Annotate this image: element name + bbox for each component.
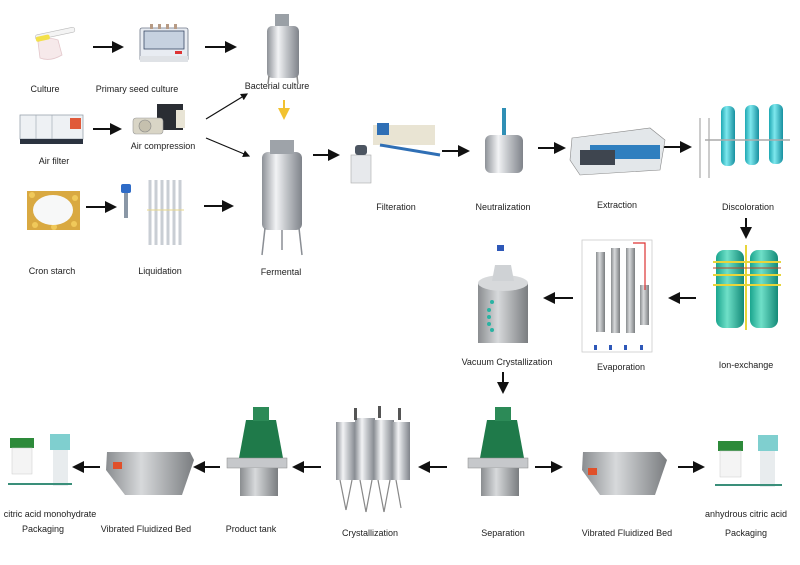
centrifuge-icon-separation [467, 407, 529, 496]
centrifuge-icon-product-tank [226, 407, 288, 496]
bagging-machine-icon-right [715, 435, 782, 487]
ion-exchange-columns-icon [713, 245, 781, 330]
belt-filter-icon [569, 127, 666, 176]
label-fermental: Fermental [260, 267, 302, 277]
label-product-tank: Product tank [225, 524, 277, 534]
arrow-comp-bacterial [205, 93, 249, 120]
crystallizer-tanks-icon [336, 406, 410, 513]
label-separation: Separation [481, 528, 525, 538]
vacuum-crystallizer-icon [478, 245, 528, 343]
label-vibrated-fluidized-bed-left: Vibrated Fluidized Bed [100, 524, 192, 534]
compressor-icon [132, 104, 185, 135]
label-crystallization: Crystallization [341, 528, 399, 538]
label-liquidation: Liquidation [138, 266, 182, 276]
fermenter-tank-icon [261, 140, 303, 256]
arrow-comp-fermental [205, 137, 251, 158]
evaporator-icon [581, 239, 653, 353]
fluid-bed-dryer-icon-right [582, 452, 667, 495]
label-cron-starch: Cron starch [28, 266, 76, 276]
label-filteration: Filteration [376, 202, 416, 212]
label-ion-exchange: Ion-exchange [718, 360, 774, 370]
label-air-compression: Air compression [130, 141, 196, 151]
label-packaging-left: Packaging [21, 524, 65, 534]
filter-press-icon [350, 123, 441, 184]
mixing-tank-icon [485, 108, 523, 173]
air-handler-icon [19, 114, 84, 144]
label-citric-acid-monohydrate: citric acid monohydrate [3, 509, 97, 519]
label-vibrated-fluidized-bed-right: Vibrated Fluidized Bed [581, 528, 673, 538]
label-culture: Culture [30, 84, 60, 94]
test-tube-hand-icon [35, 26, 76, 60]
label-extraction: Extraction [596, 200, 638, 210]
label-primary-seed-culture: Primary seed culture [95, 84, 179, 94]
tube-heat-exchanger-icon [121, 180, 184, 245]
label-neutralization: Neutralization [475, 202, 531, 212]
label-bacterial-culture: Bacterial culture [244, 81, 310, 91]
steel-tank-icon [267, 14, 299, 85]
fluid-bed-dryer-icon-left [106, 452, 194, 495]
label-evaporation: Evaporation [596, 362, 646, 372]
label-packaging-right: Packaging [724, 528, 768, 538]
label-anhydrous-citric-acid: anhydrous citric acid [704, 509, 788, 519]
starch-powder-icon [27, 191, 80, 230]
incubator-icon [139, 24, 189, 62]
column-tanks-icon [699, 104, 790, 178]
label-vacuum-crystallization: Vacuum Crystallization [461, 357, 553, 367]
label-discoloration: Discoloration [721, 202, 775, 212]
label-air-filter: Air filter [38, 156, 70, 166]
bagging-machine-icon-left [8, 434, 72, 486]
